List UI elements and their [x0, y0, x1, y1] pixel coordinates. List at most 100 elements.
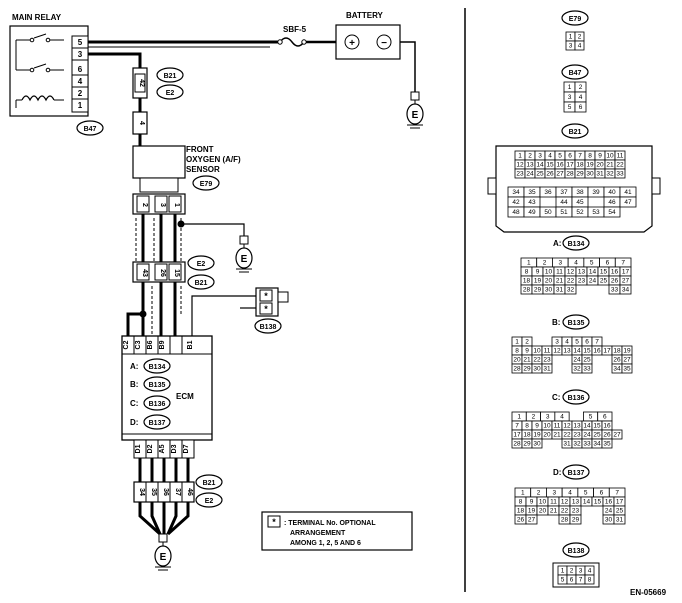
pin-number: 19	[533, 432, 541, 439]
pin-number: 25	[593, 432, 601, 439]
b21-label: B21	[569, 129, 582, 136]
pin-number: 33	[616, 171, 624, 178]
pin-number: 7	[515, 423, 519, 430]
pin-number: 20	[543, 432, 551, 439]
sensor-label-1: FRONT	[186, 145, 214, 154]
pin-cell	[619, 284, 632, 295]
pin-number: 13	[578, 269, 586, 276]
pin-number: 18	[576, 162, 584, 169]
pin-label: 43	[141, 269, 148, 277]
pin-number: 17	[616, 499, 624, 506]
pin-number: 24	[589, 278, 597, 285]
pin-number: 29	[572, 517, 580, 524]
pin-number: 2	[543, 260, 547, 267]
pin-number: 17	[603, 348, 611, 355]
pin-number: 20	[539, 508, 547, 515]
sensor-connector: 2 3 1	[132, 193, 186, 215]
pin-number: 1	[521, 490, 525, 497]
pin-number: 39	[592, 189, 600, 196]
ecm-prefix: C:	[130, 399, 138, 408]
pin-number: 9	[535, 423, 539, 430]
pin-number: 29	[523, 366, 531, 373]
pin-number: 46	[608, 199, 616, 206]
pin-number: 6	[603, 414, 607, 421]
pin-number: 6	[606, 260, 610, 267]
pin-number: 28	[513, 441, 521, 448]
pin-number: 21	[550, 508, 558, 515]
b47-label: B47	[569, 70, 582, 77]
pin-number: 31	[543, 366, 551, 373]
pin-number: 31	[556, 287, 564, 294]
connector-4: 4	[132, 111, 148, 135]
ecm-prefix: B:	[130, 380, 138, 389]
b138-label: B138	[260, 324, 277, 331]
pin-label: 42	[138, 79, 145, 87]
pin-number: 7	[621, 260, 625, 267]
pin-number: 12	[561, 499, 569, 506]
pin-number: 1	[527, 260, 531, 267]
pin-number: 14	[536, 162, 544, 169]
pin-number: 18	[613, 348, 621, 355]
relay-pin: 2	[78, 89, 83, 98]
b137-label: B137	[568, 470, 585, 477]
b134-label: B134	[149, 364, 166, 371]
pin-number: 44	[560, 199, 568, 206]
pin-number: 20	[596, 162, 604, 169]
pin-number: 10	[539, 499, 547, 506]
pin-number: 51	[560, 209, 568, 216]
pin-number: 21	[523, 357, 531, 364]
terminal-note: * : TERMINAL No. OPTIONAL ARRANGEMENT AM…	[261, 511, 413, 551]
battery-label: BATTERY	[346, 11, 384, 20]
e2-label: E2	[166, 90, 175, 97]
pin-number: 5	[590, 260, 594, 267]
pin-number: 27	[556, 171, 564, 178]
pin-number: 12	[553, 348, 561, 355]
fuse-label: SBF-5	[283, 25, 307, 34]
pin-number: 13	[572, 499, 580, 506]
b135-prefix: B:	[552, 318, 560, 327]
pin-number: 5	[575, 339, 579, 346]
pin-number: 13	[573, 423, 581, 430]
battery: + −	[335, 24, 401, 60]
pin-number: 30	[533, 441, 541, 448]
pin-number: 1	[518, 153, 522, 160]
pin-number: 2	[570, 568, 574, 575]
pin-number: 6	[600, 490, 604, 497]
pin-number: 24	[573, 357, 581, 364]
pin-number: 15	[600, 269, 608, 276]
ecm-pin: D2	[147, 444, 154, 453]
mid-connector: 43 26 15	[132, 261, 186, 283]
pin-number: 2	[578, 34, 582, 41]
pin-number: 26	[546, 171, 554, 178]
pin-cell	[541, 363, 553, 374]
note-line-2: ARRANGEMENT	[290, 530, 346, 537]
pin-number: 34	[512, 189, 520, 196]
pin-number: 7	[595, 339, 599, 346]
ecm-pin: A5	[159, 444, 166, 453]
pin-number: 6	[579, 104, 583, 111]
ecm-prefix: A:	[130, 362, 138, 371]
b135-label: B135	[568, 320, 585, 327]
pin-number: 10	[543, 423, 551, 430]
pin-number: 9	[598, 153, 602, 160]
pin-number: 35	[603, 441, 611, 448]
pin-number: 8	[588, 153, 592, 160]
pin-number: 30	[605, 517, 613, 524]
b137-label: B137	[149, 420, 166, 427]
pin-number: 26	[603, 432, 611, 439]
pin-number: 14	[583, 423, 591, 430]
pin-number: 16	[556, 162, 564, 169]
pin-number: 24	[583, 432, 591, 439]
pin-number: 22	[533, 357, 541, 364]
pin-number: 12	[567, 269, 575, 276]
relay-pin: 3	[78, 50, 83, 59]
battery-ground: E	[406, 91, 424, 129]
pin-number: 13	[563, 348, 571, 355]
pin-number: 54	[608, 209, 616, 216]
pin-number: 14	[573, 348, 581, 355]
pin-number: 32	[573, 366, 581, 373]
ecm-input-wires	[126, 282, 256, 336]
